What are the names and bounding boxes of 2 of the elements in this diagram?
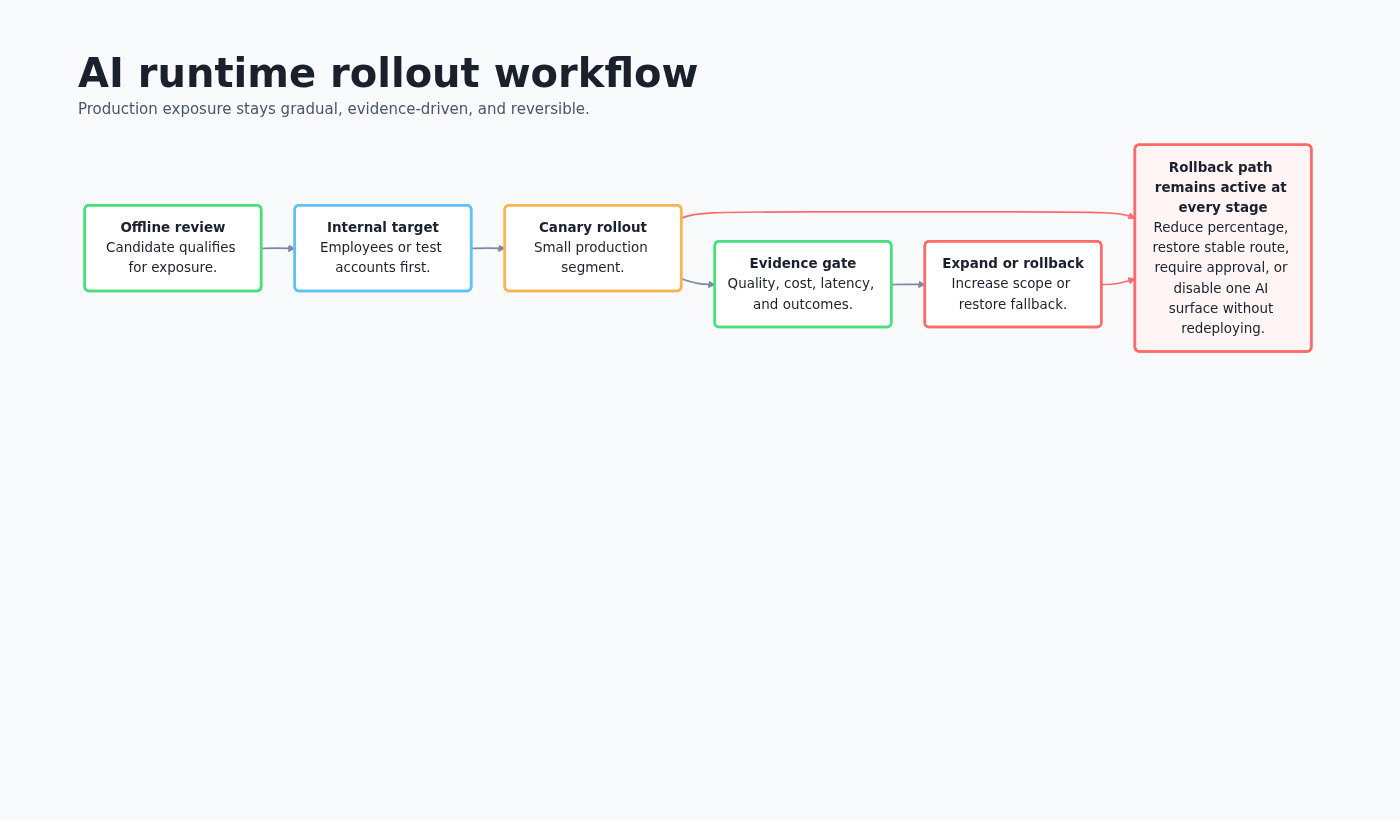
title: AI runtime rollout workflow [78, 50, 699, 96]
subtitle: Production exposure stays gradual, evidence-driven, and reversible. [78, 100, 591, 118]
